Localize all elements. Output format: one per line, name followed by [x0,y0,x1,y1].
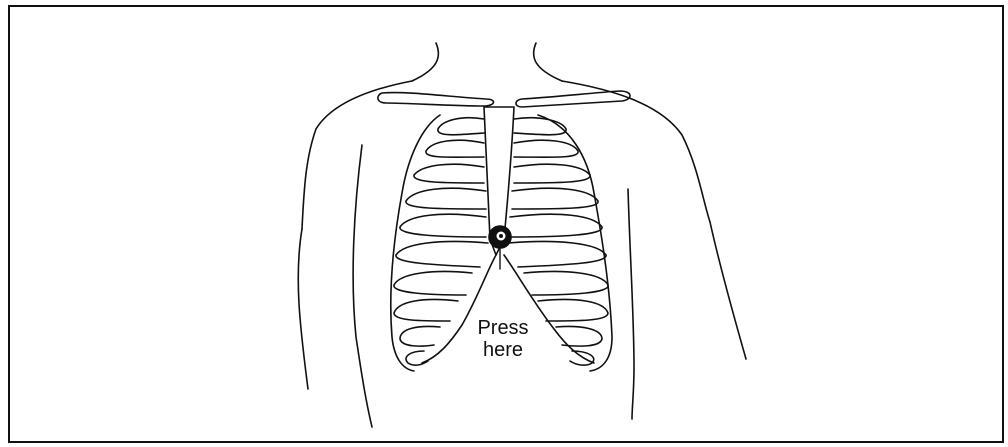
left-flank-outline [353,145,372,427]
pressure-point-marker-icon [489,226,511,248]
neck-outline [534,43,562,81]
right-shoulder-outline [562,81,710,222]
right-flank-outline [628,189,634,419]
left-arm-outline [298,229,308,389]
torso-ribcage-illustration [10,7,1006,445]
press-here-line2: here [458,339,548,361]
right-arm-outline [710,222,746,359]
diagram-frame: Press here [8,5,1004,443]
left-clavicle [378,93,494,106]
press-here-line1: Press [458,317,548,339]
right-clavicle [516,91,630,107]
press-here-label: Press here [458,317,548,361]
neck-outline [412,43,438,81]
